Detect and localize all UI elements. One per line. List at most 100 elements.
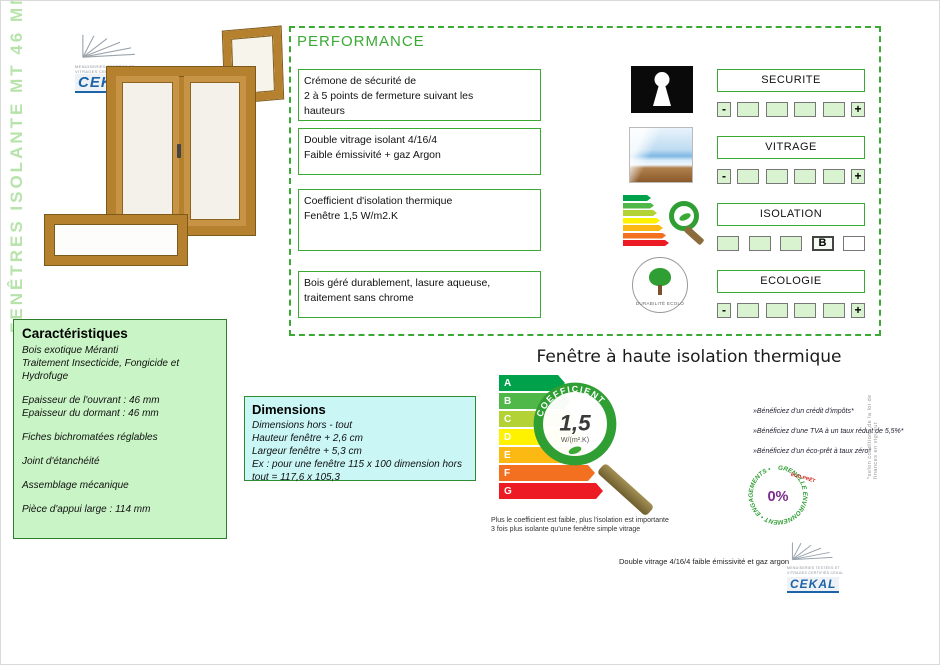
- cekal-logo-bottom: MENUISERIES TESTÉES ET VITRAGES CERTIFIÉ…: [787, 541, 845, 594]
- energy-letter: B: [504, 395, 512, 407]
- scale-cell: [765, 302, 788, 318]
- scale-cell: [780, 235, 802, 251]
- benefits-list: »Bénéficiez d'un crédit d'impôts* »Bénéf…: [753, 408, 923, 468]
- rating-label-securite: SECURITE: [717, 69, 865, 92]
- keyhole-head: [654, 72, 670, 87]
- scale-plus: +: [850, 101, 865, 117]
- scale-minus: -: [717, 302, 731, 318]
- scale-cell: [822, 302, 845, 318]
- magnifier-mini-handle: [683, 225, 705, 246]
- thermal-section-title: Fenêtre à haute isolation thermique: [536, 347, 842, 367]
- scale-cell: [748, 235, 771, 251]
- keyhole-security-icon: [631, 66, 693, 113]
- window-handle: [177, 144, 181, 158]
- scale-cell: [822, 168, 845, 184]
- double-window-illustration: [107, 67, 255, 235]
- performance-item-insulation: Coefficient d'isolation thermique Fenêtr…: [298, 189, 541, 251]
- energy-letter: F: [504, 467, 511, 479]
- scale-cell: [765, 168, 788, 184]
- dim-line: Dimensions hors - tout: [252, 420, 353, 431]
- cekal-brand-name: CEKAL: [787, 577, 840, 594]
- coefficient-note: Plus le coefficient est faible, plus l'i…: [491, 517, 669, 534]
- dimensions-title: Dimensions: [252, 402, 326, 417]
- magnifier-icon: COEFFICIENT 1,5 W/(m².K): [533, 382, 617, 466]
- rating-scale-ecologie: - +: [717, 302, 865, 318]
- energy-bar: A: [499, 375, 565, 391]
- fine-print: *selon conditions de la loi de finances …: [867, 394, 879, 479]
- energy-scale-mini-icon: [623, 195, 705, 253]
- performance-item-ecology: Bois géré durablement, lasure aqueuse, t…: [298, 271, 541, 318]
- scale-cell-marked: B: [811, 235, 834, 251]
- ecology-stamp-text: DURABILITÉ ECOLO: [635, 301, 685, 306]
- dim-line: Ex : pour une fenêtre 115 x 100 dimensio…: [252, 459, 462, 483]
- performance-title: PERFORMANCE: [297, 33, 425, 50]
- benefit-item: »Bénéficiez d'un éco-prêt à taux zéro*: [753, 448, 872, 455]
- scale-cell: [794, 101, 817, 117]
- cekal-tagline: MENUISERIES TESTÉES ET VITRAGES CERTIFIÉ…: [75, 64, 138, 75]
- rating-scale-vitrage: - +: [717, 168, 865, 184]
- coefficient-value: 1,5: [559, 411, 591, 436]
- energy-letter: E: [504, 449, 511, 461]
- scale-cell: [717, 235, 739, 251]
- benefit-item: »Bénéficiez d'un crédit d'impôts*: [753, 408, 854, 415]
- magnifier-mini-icon: [669, 201, 699, 231]
- scale-cell: [794, 168, 817, 184]
- dimensions-box: Dimensions Dimensions hors - tout Hauteu…: [244, 396, 476, 483]
- energy-letter: D: [504, 431, 512, 443]
- carac-line: Traitement Insecticide, Fongicide et Hyd…: [22, 358, 180, 382]
- scale-cell: [822, 101, 845, 117]
- leaf-icon: [568, 446, 582, 455]
- scale-cell: [794, 302, 817, 318]
- glazing-footer-note: Double vitrage 4/16/4 faible émissivité …: [619, 557, 790, 566]
- window-sash-right: [183, 76, 246, 226]
- scale-cell: [737, 168, 760, 184]
- carac-line: Joint d'étanchéité: [22, 456, 100, 467]
- cekal-starburst-icon: [82, 34, 135, 58]
- double-glazing-icon: [629, 127, 693, 183]
- energy-letter: G: [504, 485, 512, 497]
- rating-label-ecologie: ECOLOGIE: [717, 270, 865, 293]
- scale-plus: +: [850, 302, 865, 318]
- rating-label-vitrage: VITRAGE: [717, 136, 865, 159]
- energy-letter: C: [504, 413, 512, 425]
- benefit-item: »Bénéficiez d'une TVA à un taux réduit d…: [753, 428, 904, 435]
- scale-cell: [843, 235, 865, 251]
- grenelle-percent: 0%: [767, 489, 788, 505]
- energy-letter: A: [504, 377, 512, 389]
- grenelle-environnement-logo: GRENELLE ENVIRONNEMENT • ENGAGEMENTS • 0…: [748, 465, 817, 526]
- dim-line: Largeur fenêtre + 5,3 cm: [252, 446, 362, 457]
- vertical-product-title: FENÊTRES ISOLANTE MT 46 MM: [7, 0, 26, 333]
- rating-scale-isolation: B: [717, 235, 865, 251]
- tree-trunk: [658, 285, 662, 295]
- keyhole-slot: [653, 83, 671, 106]
- caracteristiques-box: Caractéristiques Bois exotique Méranti T…: [13, 319, 227, 539]
- scale-cell: [737, 101, 760, 117]
- coefficient-unit: W/(m².K): [561, 437, 589, 444]
- carac-line: Epaisseur du dormant : 46 mm: [22, 408, 159, 419]
- carac-line: Pièce d'appui large : 114 mm: [22, 504, 151, 515]
- carac-line: Epaisseur de l'ouvrant : 46 mm: [22, 395, 160, 406]
- rating-label-isolation: ISOLATION: [717, 203, 865, 226]
- scale-minus: -: [717, 168, 731, 184]
- scale-cell: [765, 101, 788, 117]
- rating-scale-securite: - +: [717, 101, 865, 117]
- scale-cell: [737, 302, 760, 318]
- energy-bar: G: [499, 483, 603, 499]
- scale-minus: -: [717, 101, 731, 117]
- small-window-illustration: [45, 215, 187, 265]
- cekal-starburst-icon: [791, 542, 833, 561]
- carac-line: Bois exotique Méranti: [22, 345, 119, 356]
- cekal-tagline: MENUISERIES TESTÉES ET VITRAGES CERTIFIÉ…: [787, 566, 844, 575]
- dim-line: Hauteur fenêtre + 2,6 cm: [252, 433, 363, 444]
- performance-item-security: Crémone de sécurité de 2 à 5 points de f…: [298, 69, 541, 121]
- energy-bar: F: [499, 465, 595, 481]
- tree-icon: [649, 268, 671, 286]
- caracteristiques-title: Caractéristiques: [22, 326, 128, 341]
- scale-plus: +: [850, 168, 865, 184]
- performance-item-glazing: Double vitrage isolant 4/16/4 Faible émi…: [298, 128, 541, 175]
- carac-line: Assemblage mécanique: [22, 480, 129, 491]
- window-sash-left: [116, 76, 179, 226]
- carac-line: Fiches bichromatées réglables: [22, 432, 158, 443]
- ecology-stamp-icon: DURABILITÉ ECOLO: [632, 257, 688, 313]
